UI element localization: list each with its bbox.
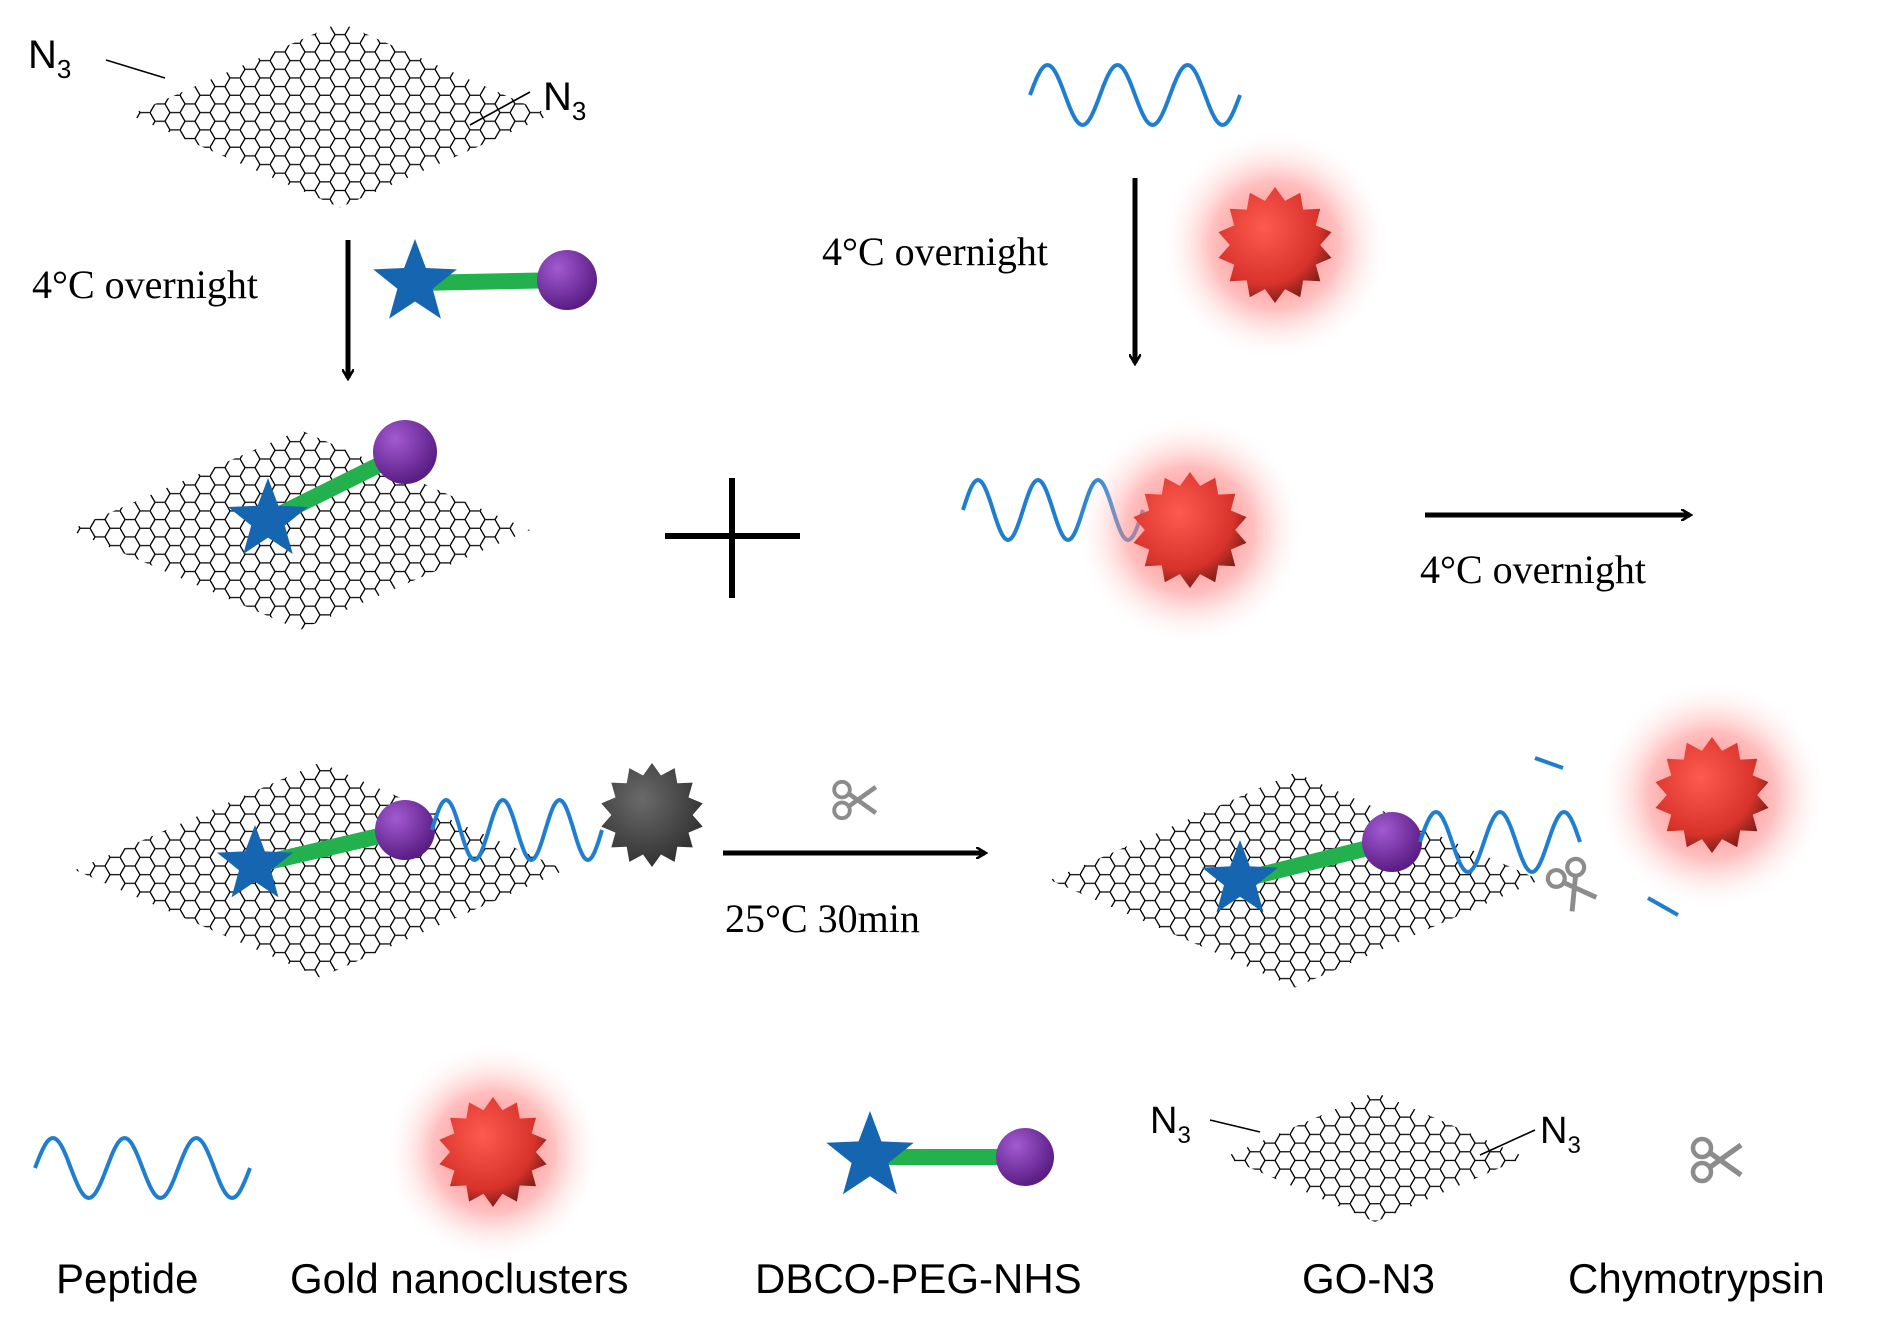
linker-reagent-step1 [373, 239, 597, 319]
legend-azide-leader-left [1209, 1119, 1261, 1133]
nhs-ball-icon [373, 420, 437, 484]
peptide-wave-top [1028, 62, 1242, 128]
linker-on-sheet-row3 [217, 800, 435, 898]
gold-nanocluster-reagent-step2 [1159, 129, 1391, 361]
step4-condition-label: 25°C 30min [725, 896, 920, 941]
peptide-wave-cleaved [1418, 809, 1582, 875]
peptide-fragment-top [1534, 756, 1564, 770]
quenched-nanocluster [601, 763, 703, 867]
go-sheet-cleaved [1050, 772, 1540, 988]
linker-on-sheet-cleaved [1202, 812, 1422, 913]
azide-label-top-right: N3 [543, 75, 586, 126]
plus-sign [665, 478, 800, 598]
azide-label-top-left: N3 [28, 33, 71, 84]
scissors-icon-cleavage [1545, 856, 1598, 912]
step1-condition-label: 4°C overnight [32, 262, 258, 307]
step2-condition-label: 4°C overnight [822, 229, 1048, 274]
azide-label-legend-left: N3 [1150, 1100, 1191, 1149]
linker-on-sheet-row2 [228, 420, 437, 554]
legend-peptide-icon [33, 1135, 252, 1201]
legend-label-gold-nanoclusters: Gold nanoclusters [290, 1255, 629, 1302]
nhs-ball-icon [537, 250, 597, 310]
legend-go-n3-icon [1225, 1092, 1525, 1222]
scissors-icon-step4 [832, 779, 878, 821]
legend-gold-nanocluster-icon [383, 1042, 603, 1262]
step3-condition-label: 4°C overnight [1420, 547, 1646, 592]
dbco-star-icon [1202, 840, 1278, 913]
peptide-wave-row3 [430, 797, 604, 863]
legend-dbco-peg-nhs-icon [826, 1111, 1054, 1195]
gold-nanocluster-row2 [1074, 414, 1306, 646]
released-gold-nanocluster [1596, 679, 1828, 911]
dbco-star-icon [373, 239, 457, 319]
legend-azide-leader-right [1479, 1129, 1536, 1156]
legend-scissors-icon [1690, 1136, 1743, 1184]
dbco-star-icon [217, 825, 293, 898]
nhs-ball-icon [996, 1128, 1054, 1186]
legend-label-peptide: Peptide [56, 1255, 198, 1302]
azide-leader-top-right [469, 91, 531, 126]
dbco-star-icon [826, 1111, 914, 1195]
legend-label-chymotrypsin: Chymotrypsin [1568, 1255, 1825, 1302]
nhs-ball-icon [1362, 812, 1422, 872]
peptide-fragment-bottom [1647, 896, 1679, 917]
go-sheet-probe [75, 762, 565, 978]
legend-label-dbco-peg-nhs: DBCO-PEG-NHS [755, 1255, 1082, 1302]
azide-leader-top-left [105, 59, 166, 79]
dbco-star-icon [228, 478, 308, 554]
go-sheet-conjugated [70, 430, 530, 630]
nhs-ball-icon [375, 800, 435, 860]
azide-label-legend-right: N3 [1540, 1110, 1581, 1159]
legend-label-go-n3: GO-N3 [1302, 1255, 1435, 1302]
